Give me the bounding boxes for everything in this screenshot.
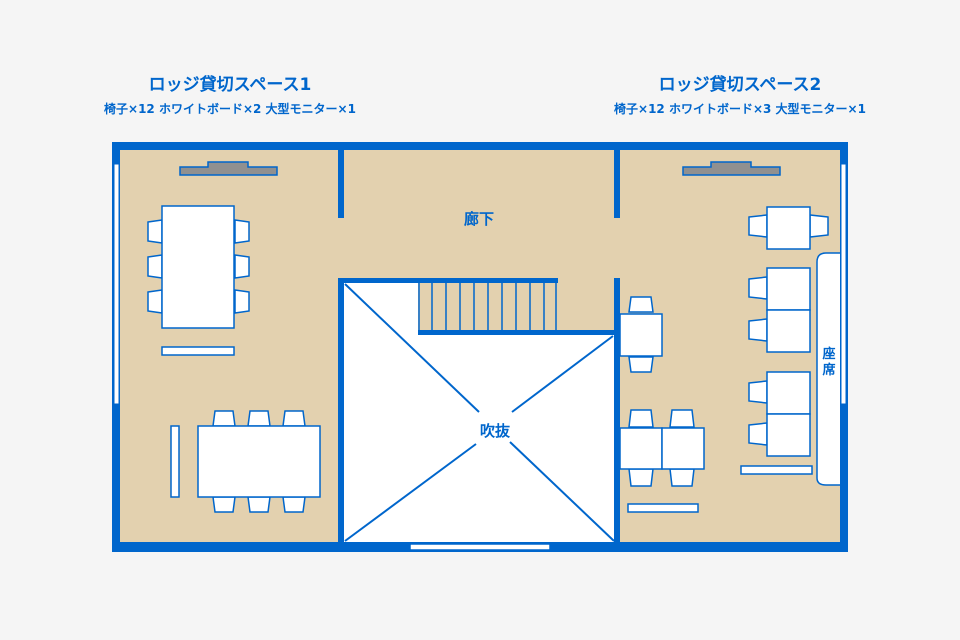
- table: [766, 206, 811, 250]
- table: [619, 313, 663, 357]
- bench-seat-label-1: 座: [821, 346, 835, 362]
- chair: [628, 409, 654, 428]
- stairs: [418, 283, 557, 332]
- whiteboard: [161, 346, 235, 356]
- monitor-room-1: [179, 161, 278, 176]
- room-2-equipment: 椅子×12 ホワイトボード×3 大型モニター×1: [614, 102, 866, 116]
- room-2-table-5: [748, 371, 811, 457]
- room-1-table-1: [147, 205, 250, 329]
- chair: [669, 468, 695, 487]
- room-2-table-1: [619, 296, 663, 373]
- whiteboard: [740, 465, 813, 475]
- room-2-table-2: [619, 409, 705, 487]
- chair: [234, 289, 250, 314]
- chair: [234, 219, 250, 244]
- chair: [809, 214, 829, 238]
- chair: [147, 254, 163, 279]
- table: [619, 427, 663, 470]
- table: [766, 309, 811, 353]
- room-1-equipment: 椅子×12 ホワイトボード×2 大型モニター×1: [104, 102, 356, 116]
- chair: [748, 214, 768, 238]
- room-1-header: ロッジ貸切スペース1 椅子×12 ホワイトボード×2 大型モニター×1: [60, 74, 400, 118]
- window-bottom: [409, 543, 551, 551]
- chair: [147, 219, 163, 244]
- table: [161, 205, 235, 329]
- corridor-label: 廊下: [464, 210, 494, 228]
- chair: [212, 410, 236, 427]
- chair: [748, 380, 768, 404]
- chair: [748, 318, 768, 342]
- table: [766, 267, 811, 311]
- window-left: [113, 163, 120, 405]
- table: [197, 425, 321, 498]
- monitor-room-2: [682, 161, 781, 176]
- chair: [247, 410, 271, 427]
- chair: [628, 296, 654, 313]
- chair: [628, 468, 654, 487]
- chair: [282, 496, 306, 513]
- room-2-table-3: [748, 206, 829, 250]
- table: [766, 413, 811, 457]
- room-2-title: ロッジ貸切スペース2: [658, 75, 822, 95]
- whiteboard: [170, 425, 180, 498]
- bench-seat: [816, 252, 840, 486]
- chair: [247, 496, 271, 513]
- room-1-table-2: [197, 410, 321, 513]
- chair: [234, 254, 250, 279]
- chair: [282, 410, 306, 427]
- atrium-label: 吹抜: [480, 422, 511, 440]
- atrium-cross: [344, 283, 615, 542]
- interior-walls: [338, 148, 620, 544]
- room-1-title: ロッジ貸切スペース1: [148, 75, 312, 95]
- chair: [748, 422, 768, 446]
- chair: [628, 356, 654, 373]
- bench-seat-label-2: 席: [822, 362, 835, 378]
- table: [661, 427, 705, 470]
- window-right: [840, 163, 847, 405]
- table: [766, 371, 811, 415]
- whiteboard: [627, 503, 699, 513]
- chair: [147, 289, 163, 314]
- room-2-table-4: [748, 267, 811, 353]
- chair: [748, 276, 768, 300]
- room-2-header: ロッジ貸切スペース2 椅子×12 ホワイトボード×3 大型モニター×1: [570, 74, 910, 118]
- chair: [669, 409, 695, 428]
- stair-landing-wall: [418, 330, 618, 335]
- chair: [212, 496, 236, 513]
